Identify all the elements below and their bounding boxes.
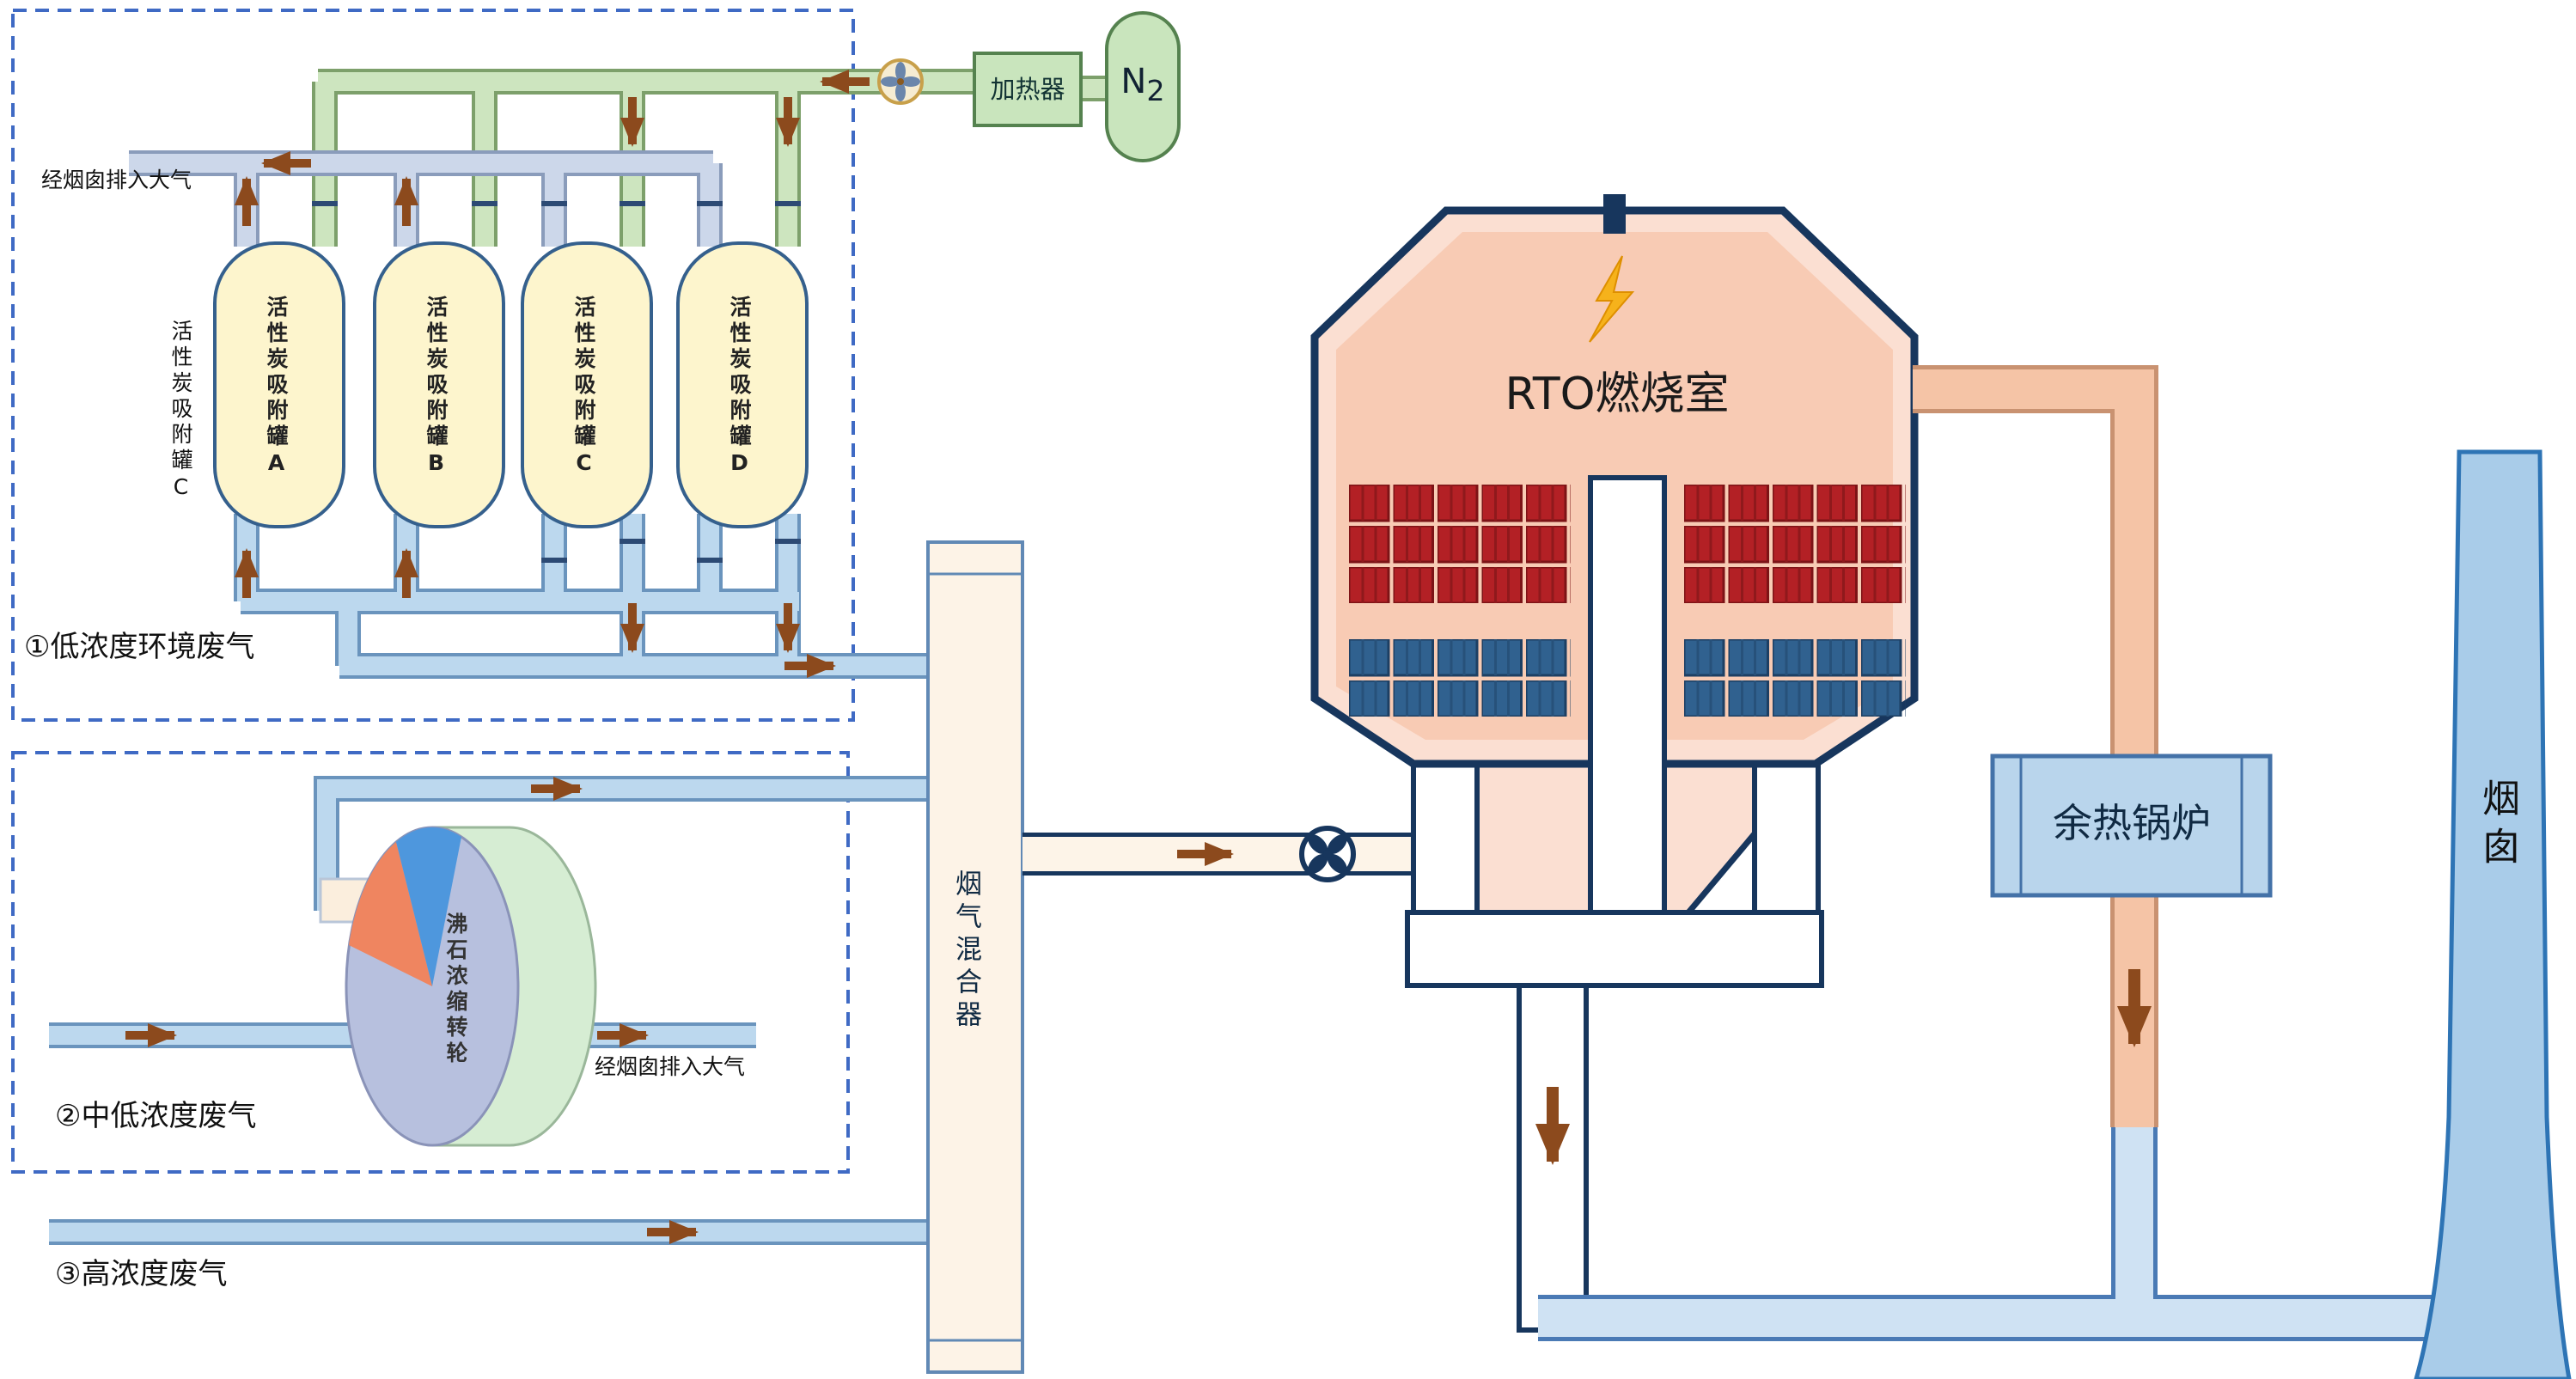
chimney-stack bbox=[2414, 449, 2572, 1379]
n2-tank bbox=[1105, 11, 1181, 162]
flow-arrows bbox=[125, 70, 2152, 1244]
rotor-label: 沸石浓缩转轮 bbox=[443, 912, 468, 1067]
ceramic-bed-red-left bbox=[1349, 485, 1571, 603]
zone-boxes bbox=[11, 9, 855, 1174]
adsorption-tanks bbox=[213, 241, 809, 528]
mixer-column bbox=[926, 540, 1024, 1374]
rto-burner-stub bbox=[1603, 194, 1626, 234]
tank-d-label: 活性炭吸附罐D bbox=[727, 296, 752, 479]
boiler-label: 余热锅炉 bbox=[2053, 800, 2211, 846]
low-zone-title: ①低浓度环境废气 bbox=[24, 630, 255, 664]
mid-zone-title: ②中低浓度废气 bbox=[55, 1099, 257, 1133]
ceramic-bed-blue-left bbox=[1349, 639, 1571, 717]
rotor-desorption-sector bbox=[349, 842, 432, 986]
mixer-label: 烟气混合器 bbox=[950, 870, 981, 1033]
n2-symbol: N bbox=[1120, 62, 1147, 101]
tank-d bbox=[676, 241, 809, 528]
vent-label-rotor: 经烟囱排入大气 bbox=[595, 1054, 746, 1079]
high-zone-title: ③高浓度废气 bbox=[55, 1257, 228, 1291]
waste-heat-boiler bbox=[1990, 754, 2273, 898]
rotor-cooling-sector bbox=[396, 827, 461, 986]
heater-label: 加热器 bbox=[990, 75, 1065, 104]
clean-gas-run bbox=[1538, 1117, 2499, 1341]
rto-center-channel bbox=[1588, 475, 1667, 915]
n2-label: N2 bbox=[1107, 62, 1179, 107]
outer-tank-label: 活性炭吸附罐C bbox=[168, 320, 193, 503]
heater-box bbox=[973, 52, 1083, 127]
tank-c-label: 活性炭吸附罐C bbox=[571, 296, 596, 479]
vent-label-top: 经烟囱排入大气 bbox=[41, 168, 192, 192]
n2-subscript: 2 bbox=[1146, 74, 1165, 107]
tank-a-label: 活性炭吸附罐A bbox=[264, 296, 289, 479]
ceramic-bed-red-right bbox=[1684, 485, 1906, 603]
tank-b bbox=[373, 241, 505, 528]
tank-a bbox=[213, 241, 345, 528]
zeolite-rotor bbox=[319, 826, 597, 1147]
main-fan-icon bbox=[1299, 826, 1356, 882]
rto-chamber bbox=[1310, 194, 1919, 1333]
n2-fan-icon bbox=[877, 58, 924, 105]
tank-c bbox=[521, 241, 653, 528]
tank-b-label: 活性炭吸附罐B bbox=[424, 296, 449, 479]
ceramic-bed-blue-right bbox=[1684, 639, 1906, 717]
rto-label: RTO燃烧室 bbox=[1505, 369, 1730, 420]
flame-icon bbox=[1589, 255, 1635, 343]
chimney-label: 烟囱 bbox=[2475, 778, 2519, 875]
valve-ticks bbox=[312, 201, 801, 563]
rto-u-duct bbox=[1405, 910, 1824, 988]
